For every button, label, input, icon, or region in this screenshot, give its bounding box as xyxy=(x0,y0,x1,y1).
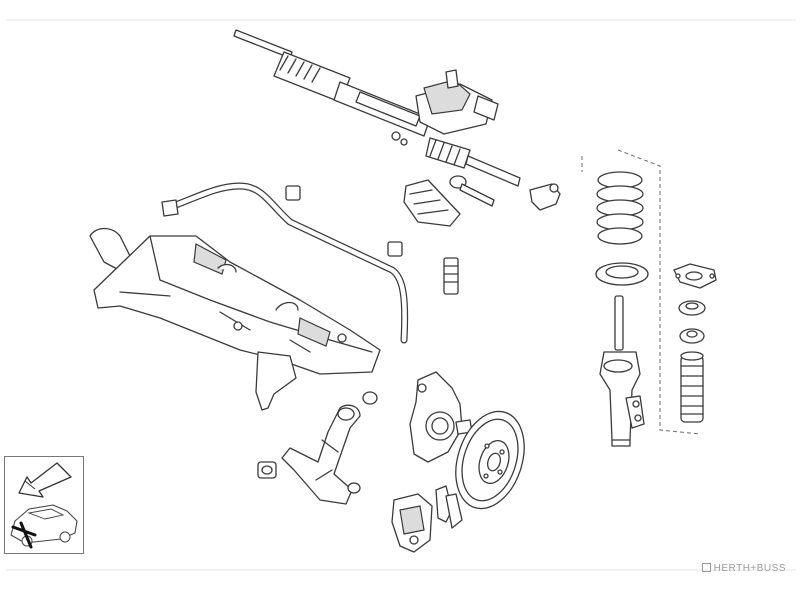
strut-bearing xyxy=(678,300,706,316)
brand-logo: HERTH+BUSS xyxy=(701,563,786,574)
brake-disc xyxy=(455,410,525,510)
brand-name: HERTH+BUSS xyxy=(713,563,786,574)
shock-absorber xyxy=(599,295,645,447)
subframe xyxy=(89,227,381,411)
strut-assembly-bracket xyxy=(581,149,701,435)
control-arm-bushing xyxy=(257,461,277,479)
brand-mark-icon xyxy=(701,563,711,572)
stabilizer-bushings xyxy=(285,185,403,257)
car-icon xyxy=(10,504,78,549)
vehicle-location-inset xyxy=(4,456,84,554)
strut-top-mount xyxy=(673,263,717,289)
lower-control-arm xyxy=(281,391,378,505)
brake-caliper xyxy=(391,493,433,553)
arrow-icon xyxy=(18,462,72,498)
dust-boot xyxy=(680,351,704,423)
bump-stop xyxy=(679,328,705,344)
inner-tie-rod xyxy=(449,175,495,207)
stabilizer-bar xyxy=(161,182,409,344)
outer-tie-rod-end xyxy=(529,183,561,211)
coil-spring xyxy=(596,171,644,245)
spring-seat xyxy=(595,262,649,286)
steering-rack xyxy=(233,29,521,187)
tie-rod-boot xyxy=(403,179,461,227)
stabilizer-link xyxy=(443,257,459,295)
brake-pads xyxy=(435,485,463,529)
